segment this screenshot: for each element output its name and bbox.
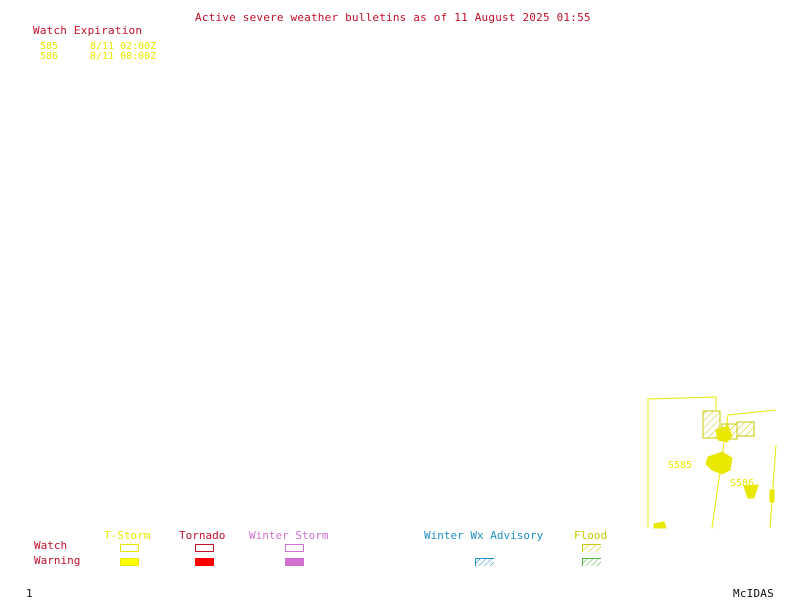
bulletin-title: Active severe weather bulletins as of 11…: [195, 11, 591, 24]
swatch-winter-advisory-warning: [475, 558, 494, 566]
watch-label-586: S586: [730, 478, 754, 489]
legend-flood-label: Flood: [574, 529, 608, 542]
watch-number: 585: [40, 41, 59, 52]
swatch-winter-storm-warning: [285, 558, 304, 566]
watch-label-585: S585: [668, 460, 692, 471]
swatch-tornado-watch: [195, 544, 214, 552]
swatch-flood-watch: [582, 544, 601, 552]
software-label: McIDAS: [733, 587, 774, 600]
watch-expires: 8/11 08:00Z: [90, 51, 157, 62]
legend-warning-rowlabel: Warning: [34, 554, 81, 567]
swatch-tstorm-warning: [120, 558, 139, 566]
watch-586-outline: [711, 409, 777, 529]
watch-number: 586: [40, 51, 59, 62]
legend-watch-rowlabel: Watch: [34, 539, 68, 552]
legend-winter-storm-label: Winter Storm: [249, 529, 329, 542]
watch-expiration-header: Watch Expiration: [33, 24, 143, 37]
swatch-tornado-warning: [195, 558, 214, 566]
frame-number: 1: [26, 587, 33, 600]
watch-expires: 8/11 02:00Z: [90, 41, 157, 52]
swatch-flood-warning: [582, 558, 601, 566]
swatch-winter-storm-watch: [285, 544, 304, 552]
legend-winter-advisory-label: Winter Wx Advisory: [424, 529, 544, 542]
watch-list-item: 585 8/11 02:00Z: [40, 42, 156, 52]
watch-list-item: 586 8/11 08:00Z: [40, 52, 156, 62]
legend-tstorm-label: T-Storm: [104, 529, 151, 542]
watch-585-outline: [647, 396, 717, 528]
swatch-tstorm-watch: [120, 544, 139, 552]
tstorm-warning-areas: [653, 425, 775, 529]
legend-tornado-label: Tornado: [179, 529, 226, 542]
